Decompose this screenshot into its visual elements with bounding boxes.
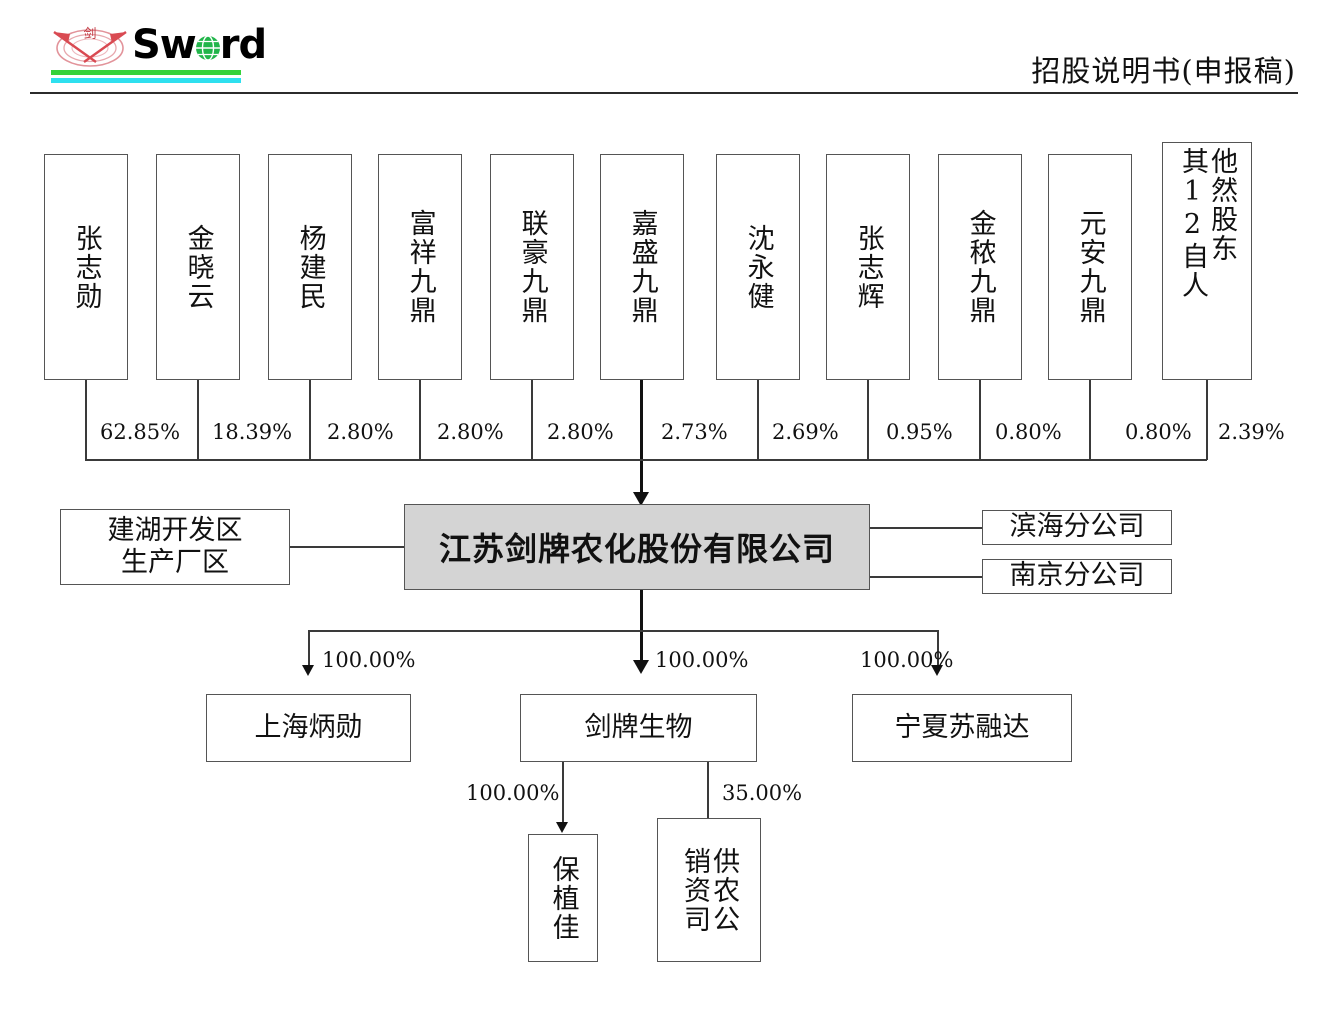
connector-plant-to-company <box>290 546 404 548</box>
connector-drop-10 <box>1089 380 1091 460</box>
plant-line-2: 生产厂区 <box>121 547 229 578</box>
shareholder-box-jinxiaoyun: 金晓云 <box>156 154 240 380</box>
header-divider <box>30 92 1298 94</box>
shareholder-name-col-left: 其12自人 <box>1177 147 1208 300</box>
connector-drop-6-main <box>640 380 643 502</box>
subsidiary-name: 上海炳勋 <box>254 711 363 743</box>
shareholder-box-lianhaojiuding: 联豪九鼎 <box>490 154 574 380</box>
ownership-percent-7: 2.69% <box>772 420 839 444</box>
logo-word-head: Sw <box>132 22 197 68</box>
shareholder-name: 张志勋 <box>70 223 102 311</box>
sub-subsidiary-box-baozhijia: 保植佳 <box>528 834 598 962</box>
connector-drop-3 <box>309 380 311 460</box>
connector-drop-5 <box>531 380 533 460</box>
arrow-to-shanghai <box>302 665 314 676</box>
arrow-to-jianpai-bio <box>633 660 649 674</box>
connector-drop-7 <box>757 380 759 460</box>
ownership-percent-11: 2.39% <box>1218 420 1285 444</box>
shareholder-box-yuananjiuding: 元安九鼎 <box>1048 154 1132 380</box>
page-header: 剑 Sw rd 招股说明书(申报稿) <box>0 0 1328 96</box>
connector-to-shanghai <box>308 630 310 670</box>
connector-drop-8 <box>867 380 869 460</box>
connector-company-to-binhai <box>870 527 982 529</box>
main-company-box: 江苏剑牌农化股份有限公司 <box>404 504 870 590</box>
shareholder-name-col-right: 他然股东 <box>1206 147 1238 263</box>
globe-icon <box>195 35 220 61</box>
sub-subsidiary-name-col-right: 供农公 <box>708 846 740 934</box>
shareholder-name: 富祥九鼎 <box>404 209 436 325</box>
ownership-percent-3: 2.80% <box>327 420 394 444</box>
logo-wordmark: Sw rd <box>132 22 267 68</box>
shareholder-name: 金晓云 <box>182 223 214 311</box>
sub-subsidiary-box-gongxiao-nongzi: 供农公 销资司 <box>657 818 761 962</box>
subsidiary-percent-3: 100.00% <box>860 648 954 672</box>
connector-drop-4 <box>419 380 421 460</box>
shareholder-box-jinnongjiuding: 金秾九鼎 <box>938 154 1022 380</box>
ownership-percent-1: 62.85% <box>100 420 181 444</box>
subsidiary-box-jianpai-shengwu: 剑牌生物 <box>520 694 757 762</box>
arrow-to-company <box>633 492 649 506</box>
shareholder-name: 沈永健 <box>742 223 774 311</box>
sub-subsidiary-name-col-left: 销资司 <box>679 846 710 934</box>
connector-to-baozhijia <box>562 762 564 828</box>
subsidiary-percent-2: 100.00% <box>655 648 749 672</box>
branch-name: 南京分公司 <box>1009 560 1145 592</box>
ownership-percent-10: 0.80% <box>1125 420 1192 444</box>
shareholder-box-yangjianmin: 杨建民 <box>268 154 352 380</box>
ownership-percent-4: 2.80% <box>437 420 504 444</box>
logo-accent-bar-green <box>51 70 241 75</box>
subsidiary-box-shanghai-bingxun: 上海炳勋 <box>206 694 411 762</box>
shareholder-name: 嘉盛九鼎 <box>626 209 658 325</box>
shareholder-box-other-natural-persons: 他然股东 其12自人 <box>1162 142 1252 380</box>
ownership-percent-2: 18.39% <box>212 420 293 444</box>
logo-word-tail: rd <box>219 22 267 68</box>
connector-to-ningxia <box>937 630 939 670</box>
connector-drop-9 <box>979 380 981 460</box>
ownership-percent-9: 0.80% <box>995 420 1062 444</box>
subsidiary-box-ningxia-surongda: 宁夏苏融达 <box>852 694 1072 762</box>
branch-name: 滨海分公司 <box>1009 511 1145 543</box>
connector-to-gongxiao <box>707 762 709 828</box>
arrow-to-baozhijia <box>556 822 568 833</box>
branch-box-nanjing: 南京分公司 <box>982 559 1172 594</box>
shareholder-name: 杨建民 <box>294 223 326 311</box>
subsidiary-percent-1: 100.00% <box>322 648 416 672</box>
shareholder-box-shenyongjian: 沈永健 <box>716 154 800 380</box>
branch-box-binhai: 滨海分公司 <box>982 510 1172 545</box>
company-logo: 剑 Sw rd <box>48 22 267 84</box>
subsidiary-bus-line <box>308 630 938 632</box>
shareholder-name: 张志辉 <box>852 223 884 311</box>
logo-accent-bar-cyan <box>51 78 241 83</box>
main-company-name: 江苏剑牌农化股份有限公司 <box>438 530 835 568</box>
sub-subsidiary-percent-1: 100.00% <box>466 781 560 805</box>
shareholder-box-zhangzhihui: 张志辉 <box>826 154 910 380</box>
shareholder-name: 元安九鼎 <box>1074 209 1106 325</box>
shareholder-box-zhangzhixun: 张志勋 <box>44 154 128 380</box>
connector-company-to-nanjing <box>870 576 982 578</box>
production-plant-box: 建湖开发区 生产厂区 <box>60 509 290 585</box>
svg-text:剑: 剑 <box>83 26 96 42</box>
subsidiary-name: 剑牌生物 <box>584 711 693 743</box>
sub-subsidiary-percent-2: 35.00% <box>722 781 803 805</box>
connector-drop-1 <box>85 380 87 460</box>
connector-drop-2 <box>197 380 199 460</box>
shareholder-name: 联豪九鼎 <box>516 209 548 325</box>
shareholder-box-fuxiangjiuding: 富祥九鼎 <box>378 154 462 380</box>
shareholder-bus-line <box>85 459 1207 461</box>
connector-drop-11 <box>1206 380 1208 460</box>
sub-subsidiary-name: 保植佳 <box>547 854 579 942</box>
document-title: 招股说明书(申报稿) <box>1031 54 1296 88</box>
plant-line-1: 建湖开发区 <box>107 514 243 546</box>
ownership-percent-8: 0.95% <box>886 420 953 444</box>
subsidiary-name: 宁夏苏融达 <box>894 711 1030 743</box>
ownership-percent-6: 2.73% <box>661 420 728 444</box>
shareholder-box-jiashengjiuding: 嘉盛九鼎 <box>600 154 684 380</box>
shareholder-name: 金秾九鼎 <box>964 209 996 325</box>
crossed-swords-emblem-icon: 剑 <box>53 26 127 67</box>
ownership-percent-5: 2.80% <box>547 420 614 444</box>
arrow-to-ningxia <box>931 665 943 676</box>
